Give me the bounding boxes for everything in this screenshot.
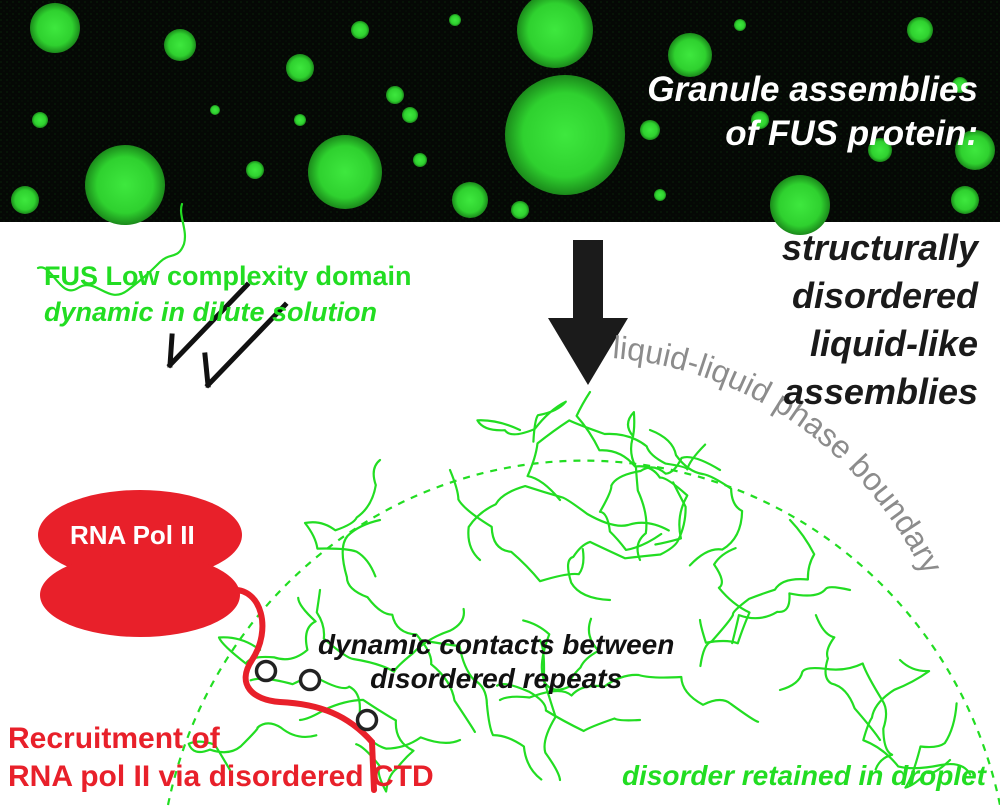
- disordered-chain: [217, 596, 317, 665]
- recruitment-label-line: RNA pol II via disordered CTD: [8, 760, 434, 793]
- micrograph-title: Granule assemblies of FUS protein:: [647, 68, 978, 156]
- assembly-description-line: assemblies: [783, 371, 978, 412]
- equilibrium-arrow-up: [204, 301, 289, 389]
- disordered-chain: [341, 518, 476, 733]
- assembly-description-line: liquid-like: [809, 323, 978, 364]
- droplet-note: disorder retained in droplet: [621, 760, 986, 791]
- ctd-contact-node: [355, 708, 379, 732]
- granule: [413, 153, 427, 167]
- recruitment-label: Recruitment of RNA pol II via disordered…: [8, 720, 434, 796]
- recruitment-label-line: Recruitment of: [8, 722, 220, 755]
- ctd-contact-node: [254, 659, 278, 683]
- granule: [210, 105, 220, 115]
- disordered-chain: [778, 662, 894, 771]
- disordered-chain: [187, 722, 318, 772]
- disordered-chain: [476, 400, 567, 443]
- pol-ii-upper-lobe: [38, 490, 242, 580]
- equilibrium-arrows: [166, 281, 289, 389]
- disordered-chain: [862, 658, 972, 776]
- assembly-description-line: structurally: [781, 227, 978, 268]
- granule: [308, 135, 382, 209]
- granule: [85, 145, 165, 225]
- assembly-description-line: disordered: [791, 275, 978, 316]
- granule: [30, 3, 80, 53]
- granule: [11, 186, 39, 214]
- pol-ii-lower-lobe: [40, 553, 240, 637]
- micrograph-panel: [0, 0, 1000, 235]
- lcd-state: dynamic in dilute solution: [44, 297, 378, 327]
- equilibrium-arrow-down: [166, 281, 251, 369]
- lcd-name: FUS Low complexity domain: [44, 261, 412, 291]
- contacts-label: dynamic contacts between disordered repe…: [318, 628, 674, 696]
- disordered-chain: [496, 683, 642, 733]
- disordered-chain: [598, 456, 722, 551]
- granule: [907, 17, 933, 43]
- down-arrow-head: [548, 318, 628, 385]
- granule: [402, 107, 418, 123]
- disordered-chain: [467, 485, 670, 562]
- granule: [386, 86, 404, 104]
- granule: [32, 112, 48, 128]
- granule: [351, 21, 369, 39]
- disordered-chain: [298, 698, 415, 793]
- granule: [449, 14, 461, 26]
- granule: [751, 111, 769, 129]
- granule: [164, 29, 196, 61]
- disordered-chain: [731, 586, 852, 645]
- contacts-label-line: dynamic contacts between: [318, 629, 675, 660]
- granule: [640, 120, 660, 140]
- granule: [246, 161, 264, 179]
- disordered-chain: [315, 588, 466, 673]
- granule-layer: [11, 0, 995, 235]
- disordered-chain: [522, 619, 562, 782]
- granule: [511, 201, 529, 219]
- disordered-chain: [303, 458, 382, 578]
- phase-boundary-line: [166, 459, 1000, 806]
- disordered-chain: [699, 518, 816, 668]
- disordered-chain: [648, 428, 744, 567]
- disordered-chain: [538, 617, 600, 691]
- lcd-chain: [36, 202, 186, 296]
- micrograph-title-line: of FUS protein:: [725, 114, 978, 153]
- disordered-chain: [498, 673, 760, 723]
- disordered-chain: [626, 411, 648, 562]
- equilibrium-barb-down: [167, 333, 175, 368]
- disordered-chain: [418, 638, 543, 781]
- down-arrow-shaft: [573, 240, 603, 320]
- granule: [668, 33, 712, 77]
- ctd-tail: [229, 587, 377, 793]
- granule: [452, 182, 488, 218]
- granule: [868, 138, 892, 162]
- disordered-chain: [904, 702, 958, 789]
- granule: [952, 77, 968, 93]
- down-arrow: [548, 240, 628, 385]
- disordered-chain: [448, 468, 585, 583]
- disordered-chain: [249, 675, 462, 750]
- pol-ii-label: RNA Pol II: [70, 520, 195, 550]
- granule: [770, 175, 830, 235]
- droplet-chains: [187, 390, 972, 793]
- disordered-chain: [698, 547, 751, 645]
- granule: [294, 114, 306, 126]
- granule: [517, 0, 593, 68]
- lcd-label: FUS Low complexity domain dynamic in dil…: [44, 258, 412, 330]
- contacts-label-line: disordered repeats: [370, 663, 623, 694]
- rna-pol-ii: [38, 490, 379, 793]
- micrograph-title-line: Granule assemblies: [647, 70, 978, 109]
- disordered-chain: [567, 481, 687, 602]
- disordered-chain: [814, 614, 882, 742]
- equilibrium-barb-up: [202, 352, 211, 388]
- ctd-contact-node: [298, 668, 322, 692]
- granule: [286, 54, 314, 82]
- granule: [505, 75, 625, 195]
- granule: [951, 186, 979, 214]
- granule: [654, 189, 666, 201]
- granule: [734, 19, 746, 31]
- disordered-chain: [526, 419, 707, 502]
- granule: [955, 130, 995, 170]
- assembly-description: structurally disordered liquid-like asse…: [782, 224, 978, 416]
